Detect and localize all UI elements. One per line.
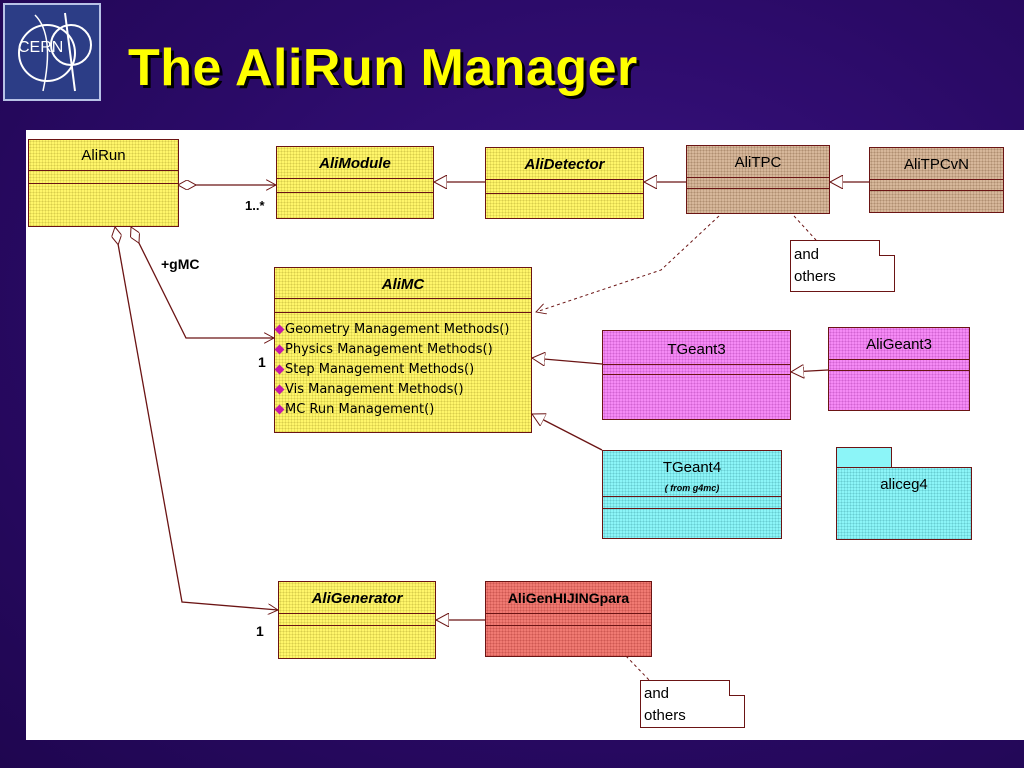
multiplicity-module: 1..* (245, 198, 265, 213)
class-aligeant3[interactable]: AliGeant3 (828, 327, 970, 411)
multiplicity-mc: 1 (258, 354, 266, 370)
class-alitpcvn[interactable]: AliTPCvN (869, 147, 1004, 213)
class-alidetector-name: AliDetector (524, 156, 605, 173)
alimc-method-mcrun: MC Run Management() (285, 402, 435, 417)
page-title: The AliRun Manager (128, 39, 638, 97)
class-aligenerator-name: AliGenerator (311, 590, 403, 607)
note-tpc-line1: and (794, 246, 820, 263)
class-tgeant3[interactable]: TGeant3 (602, 330, 791, 420)
class-tgeant4[interactable]: TGeant4 ( from g4mc) (602, 450, 782, 539)
alimc-method-step: Step Management Methods() (285, 362, 475, 377)
class-aligenerator[interactable]: AliGenerator (278, 581, 436, 659)
class-aligenhijingpara-name: AliGenHIJINGpara (507, 590, 630, 606)
package-aliceg4[interactable]: aliceg4 (836, 467, 972, 540)
class-tgeant4-package: ( from g4mc) (664, 483, 720, 493)
class-alirun-name: AliRun (81, 147, 126, 164)
package-aliceg4-tab (836, 447, 892, 468)
class-alitpcvn-name: AliTPCvN (903, 156, 969, 173)
uml-diagram: AliRun AliModule AliDetector AliTPC AliT… (26, 130, 1024, 740)
class-alitpc[interactable]: AliTPC (686, 145, 830, 214)
class-aligenhijingpara[interactable]: AliGenHIJINGpara (485, 581, 652, 657)
class-aligeant3-name: AliGeant3 (866, 336, 932, 353)
multiplicity-generator: 1 (256, 623, 264, 639)
class-alimc[interactable]: AliMC Geometry Management Methods() Phys… (274, 267, 532, 433)
note-tpc-corner (879, 240, 895, 256)
class-alitpc-name: AliTPC (734, 154, 782, 171)
class-alimodule[interactable]: AliModule (276, 146, 434, 219)
alimc-method-physics: Physics Management Methods() (285, 342, 493, 357)
class-tgeant3-name: TGeant3 (667, 341, 726, 358)
class-tgeant4-name: TGeant4 (662, 459, 722, 476)
class-alimodule-name: AliModule (319, 155, 391, 172)
note-tpc-line2: others (794, 268, 836, 285)
alimc-method-geometry: Geometry Management Methods() (285, 322, 510, 337)
logo-text: CERN (18, 39, 64, 56)
note-others-tpc: and others (790, 240, 895, 292)
alimc-method-vis: Vis Management Methods() (285, 382, 464, 397)
package-aliceg4-name: aliceg4 (880, 476, 928, 493)
class-alirun[interactable]: AliRun (28, 139, 179, 227)
note-gen-line2: others (644, 707, 686, 724)
class-alimc-name: AliMC (381, 276, 425, 293)
role-gmc: +gMC (161, 256, 200, 272)
note-gen-corner (729, 680, 745, 696)
note-gen-line1: and (644, 685, 670, 702)
diagram-connectors (26, 130, 869, 683)
class-alidetector[interactable]: AliDetector (485, 147, 644, 219)
note-others-generator: and others (640, 680, 745, 728)
cern-logo: CERN (3, 3, 101, 101)
